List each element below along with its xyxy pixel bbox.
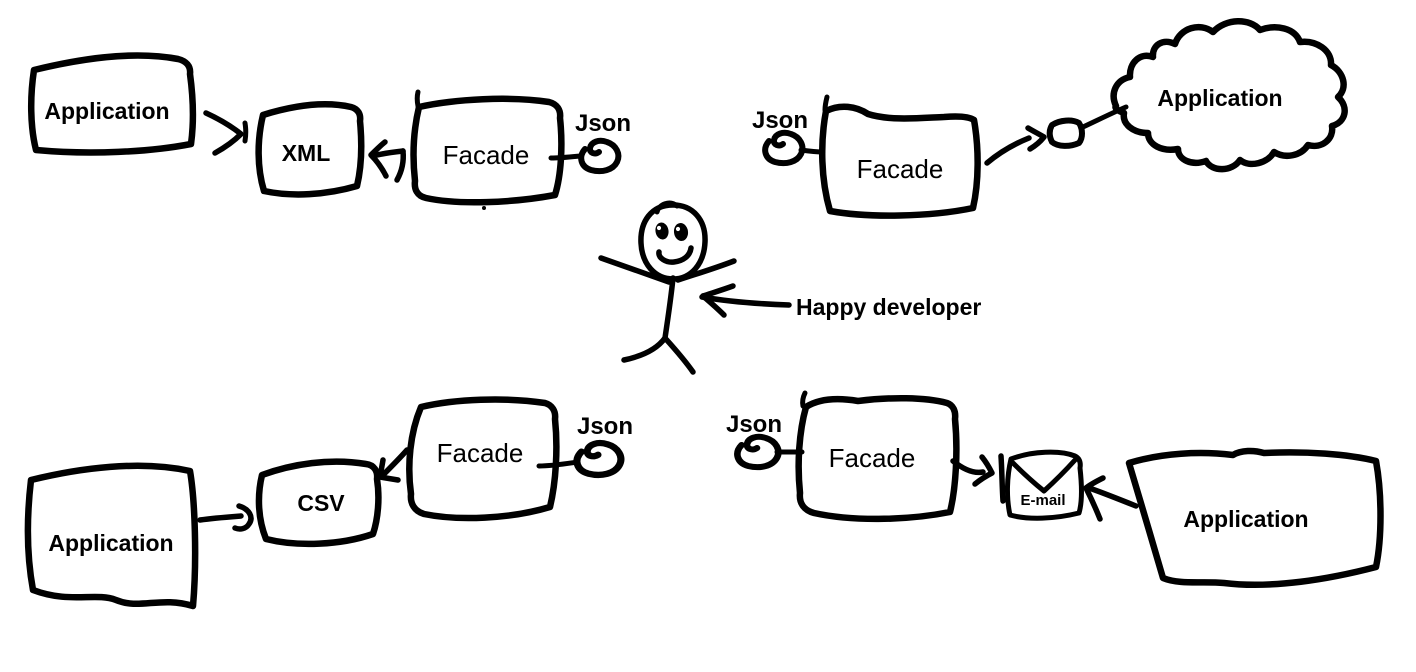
facade-label: Facade (437, 438, 524, 468)
flow-bottom-right: Json Facade E-mail Application (726, 390, 1384, 589)
facade-box (406, 396, 560, 522)
json-stub-line (548, 153, 583, 161)
application-label: Application (1183, 506, 1308, 532)
json-label: Json (577, 413, 633, 440)
facade-box (819, 103, 981, 219)
figure-arm-right (675, 258, 737, 283)
arrow-application-to-email (1083, 475, 1139, 522)
facade-box (795, 394, 960, 523)
json-label: Json (575, 110, 631, 137)
arrow-facade-to-email (950, 453, 1006, 504)
application-cloud-icon (1110, 18, 1348, 173)
arrow-tip-tick (242, 120, 249, 144)
figure-eye-left (655, 222, 669, 240)
arrow-caption-to-figure (699, 283, 792, 318)
json-scribble-icon (765, 133, 802, 163)
arrow-facade-to-csv (377, 447, 410, 483)
csv-box (255, 458, 382, 548)
figure-head (638, 202, 708, 282)
happy-developer-figure: Happy developer (598, 200, 981, 375)
csv-label: CSV (297, 490, 345, 516)
figure-smile (656, 245, 694, 265)
figure-leg-left (621, 335, 668, 363)
xml-label: XML (282, 140, 331, 166)
arrow-facade-to-plug (984, 125, 1047, 166)
plug-to-cloud-line (1080, 104, 1129, 130)
json-label: Json (752, 107, 808, 134)
figure-eye-glint-right (675, 226, 681, 232)
application-label: Application (1157, 85, 1282, 111)
flow-top-right: Json Facade Application (752, 18, 1348, 219)
flow-bottom-left: Facade Json CSV Application (24, 396, 633, 610)
json-scribble-icon (577, 443, 621, 475)
json-scribble-icon (581, 141, 618, 171)
figure-leg-right (662, 335, 696, 375)
facade-label: Facade (829, 443, 916, 473)
figure-arm-left (598, 255, 672, 285)
json-label: Json (726, 411, 782, 438)
application-label: Application (48, 530, 173, 556)
application-box (27, 52, 197, 156)
figure-eye-right (673, 223, 689, 241)
facade-corner-flick (414, 89, 421, 109)
facade-label: Facade (443, 140, 530, 170)
figure-eye-glint-left (656, 225, 662, 231)
facade-box (410, 95, 565, 206)
connector-plug-icon (1046, 117, 1085, 149)
application-box (1125, 447, 1384, 589)
facade-label: Facade (857, 154, 944, 184)
flow-top-left: Application XML Facade Json (27, 52, 631, 210)
application-label: Application (44, 98, 169, 124)
envelope-flap (1010, 457, 1078, 494)
facade-corner-flick (822, 94, 830, 113)
stray-ink-dot (482, 206, 486, 210)
application-box (24, 462, 199, 610)
smiling-stick-figure-icon (598, 200, 737, 375)
email-envelope-icon: E-mail (1005, 449, 1084, 521)
json-stub-line (536, 459, 581, 469)
arrow-facade-to-xml (368, 139, 406, 183)
email-label: E-mail (1020, 492, 1065, 509)
figure-body (662, 275, 676, 341)
arrow-application-to-csv (197, 503, 254, 532)
happy-developer-caption: Happy developer (796, 294, 981, 320)
figure-hair-curl (654, 200, 680, 215)
xml-box (255, 101, 365, 198)
json-scribble-icon (737, 437, 778, 467)
arrow-application-to-xml (203, 110, 244, 156)
envelope-body (1005, 449, 1084, 521)
facade-corner-flick (800, 390, 808, 409)
